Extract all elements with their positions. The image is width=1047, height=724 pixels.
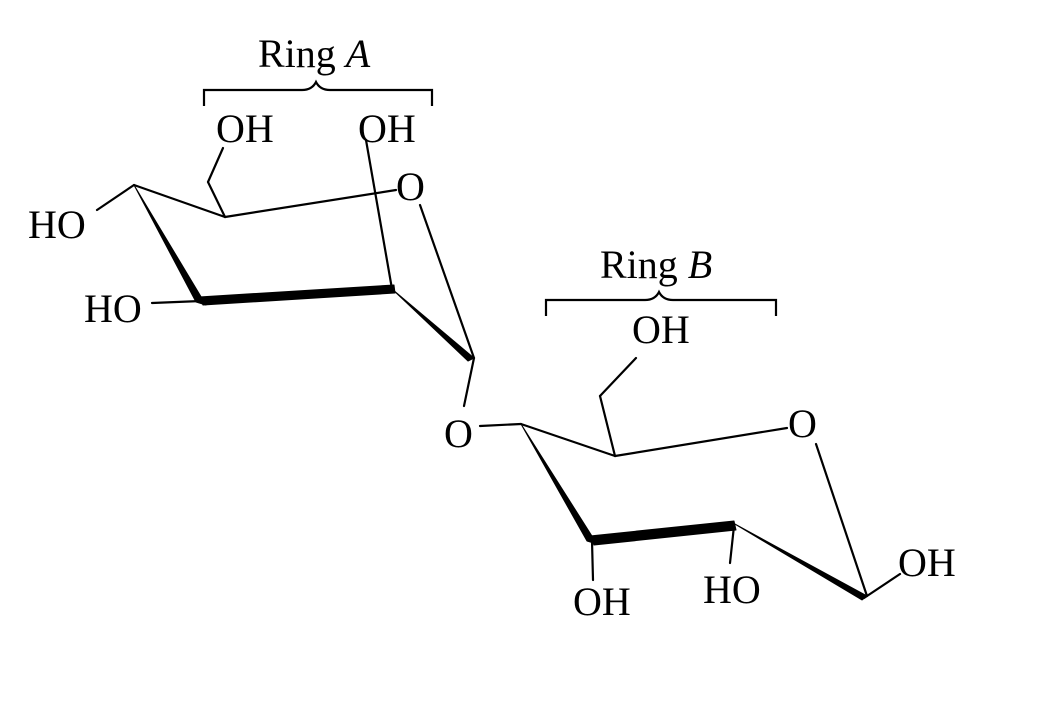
glycosidic-oxygen-label: O <box>444 411 473 456</box>
ring-a-label: Ring A <box>258 31 371 76</box>
ring-a-bond-c3-oh <box>150 299 203 305</box>
ring-a-c3-hydroxyl-label: HO <box>84 286 142 331</box>
ring-b-c2-hydroxyl-label: HO <box>703 567 761 612</box>
ring-b-ch2oh-label: OH <box>632 307 690 352</box>
ring-a-bond-c5-ch2 <box>206 180 227 219</box>
ring-a-wedge-c3-c2 <box>198 284 396 306</box>
ring-a-wedge-c4-c3 <box>133 184 207 306</box>
ring-a-bond-c2-oh <box>364 138 394 291</box>
ring-a-c4-hydroxyl-label: HO <box>28 202 86 247</box>
ring-a-anomeric-oh-label: OH <box>358 106 416 151</box>
ring-b-bracket <box>544 289 778 316</box>
ring-b-ring-oxygen-label: O <box>788 401 817 446</box>
ring-a-ring-oxygen-label: O <box>396 164 425 209</box>
ring-a-bond-ch2-oh <box>206 146 225 184</box>
glycosidic-bond-o-c4 <box>478 422 523 428</box>
ring-a-bond-c4-c5 <box>132 183 227 219</box>
ring-b-bond-ch2-oh <box>598 356 638 398</box>
ring-b-wedge-c3-c2 <box>589 520 737 546</box>
ring-b-bond-c1-oh <box>862 572 902 600</box>
ring-b-wedge-c4-c3 <box>520 423 598 545</box>
ring-a-bracket <box>202 79 434 106</box>
ring-b-bond-c2-oh <box>728 524 736 565</box>
ring-a-ch2oh-label: OH <box>216 106 274 151</box>
ring-b-bond-c4-c5 <box>519 422 617 458</box>
ring-b-bond-c3-oh <box>590 539 595 582</box>
ring-b-anomeric-oh-label: OH <box>898 540 956 585</box>
ring-b-c3-hydroxyl-label: OH <box>573 579 631 624</box>
ring-b-label: Ring B <box>600 242 712 287</box>
ring-b-bond-c5-ch2 <box>598 394 617 458</box>
ring-a-wedge-c2-c1 <box>391 288 475 362</box>
ring-a-bond-o-c1 <box>418 203 476 360</box>
ring-b-bond-o-c1 <box>814 442 869 598</box>
ring-a-bond-c4-oh <box>95 183 136 212</box>
ring-a-bond-c5-o <box>223 188 398 219</box>
glycosidic-bond-c1-o <box>462 356 476 408</box>
ring-b-bond-c5-o <box>613 426 789 458</box>
